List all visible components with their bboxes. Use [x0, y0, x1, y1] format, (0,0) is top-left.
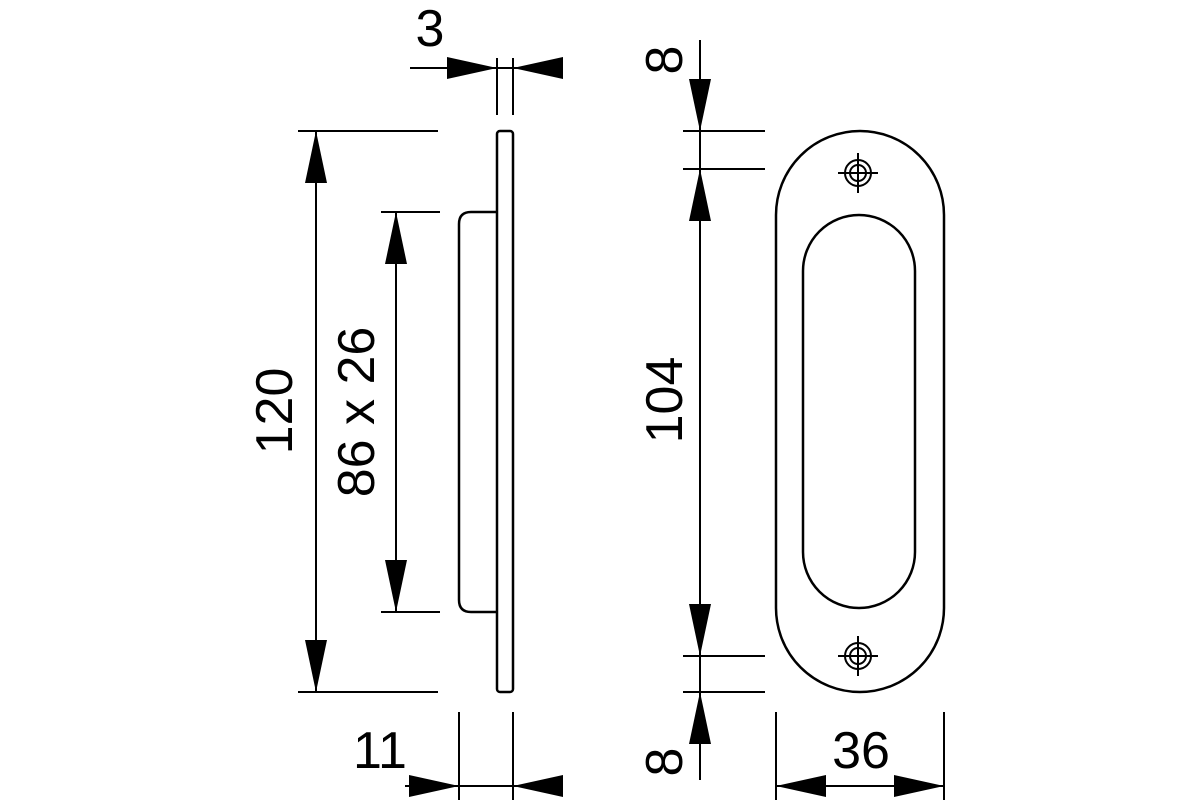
side-plate — [495, 129, 515, 694]
front-view — [774, 129, 946, 694]
dim-overall-height: 120 — [246, 130, 438, 693]
dim-label-hole-spacing: 104 — [636, 357, 694, 444]
screw-bottom-icon — [838, 636, 878, 676]
dim-label-depth: 11 — [353, 722, 407, 780]
arrow — [513, 57, 563, 79]
arrow — [894, 775, 944, 797]
front-recess-outline — [801, 213, 917, 610]
dim-label-bottom-offset: 8 — [636, 748, 694, 777]
dim-recess-size: 86 x 26 — [328, 211, 440, 613]
dim-plate-thickness: 3 — [410, 0, 563, 115]
dim-label-width: 36 — [832, 722, 890, 780]
dim-width: 36 — [775, 712, 945, 800]
dim-label-recess-size: 86 x 26 — [328, 327, 386, 498]
front-plate-outline — [774, 129, 946, 694]
arrow — [689, 604, 711, 656]
arrow — [305, 131, 327, 183]
arrow — [689, 169, 711, 221]
dim-label-overall-height: 120 — [246, 368, 304, 455]
arrow — [513, 775, 563, 797]
arrow — [447, 57, 497, 79]
dim-depth: 11 — [353, 712, 563, 800]
arrow — [776, 775, 826, 797]
arrow — [385, 212, 407, 264]
dim-label-top-offset: 8 — [636, 46, 694, 75]
arrow — [305, 640, 327, 692]
dim-hole-spacing: 104 — [636, 131, 765, 780]
arrow — [409, 775, 459, 797]
dim-bottom-offset: 8 — [636, 692, 711, 776]
screw-top-icon — [838, 153, 878, 193]
dim-top-offset: 8 — [636, 40, 765, 170]
arrow — [385, 560, 407, 612]
arrow — [689, 692, 711, 744]
dim-label-plate-thickness: 3 — [416, 0, 445, 58]
side-recess-profile — [457, 210, 497, 614]
arrow — [689, 79, 711, 131]
side-view — [457, 129, 515, 694]
